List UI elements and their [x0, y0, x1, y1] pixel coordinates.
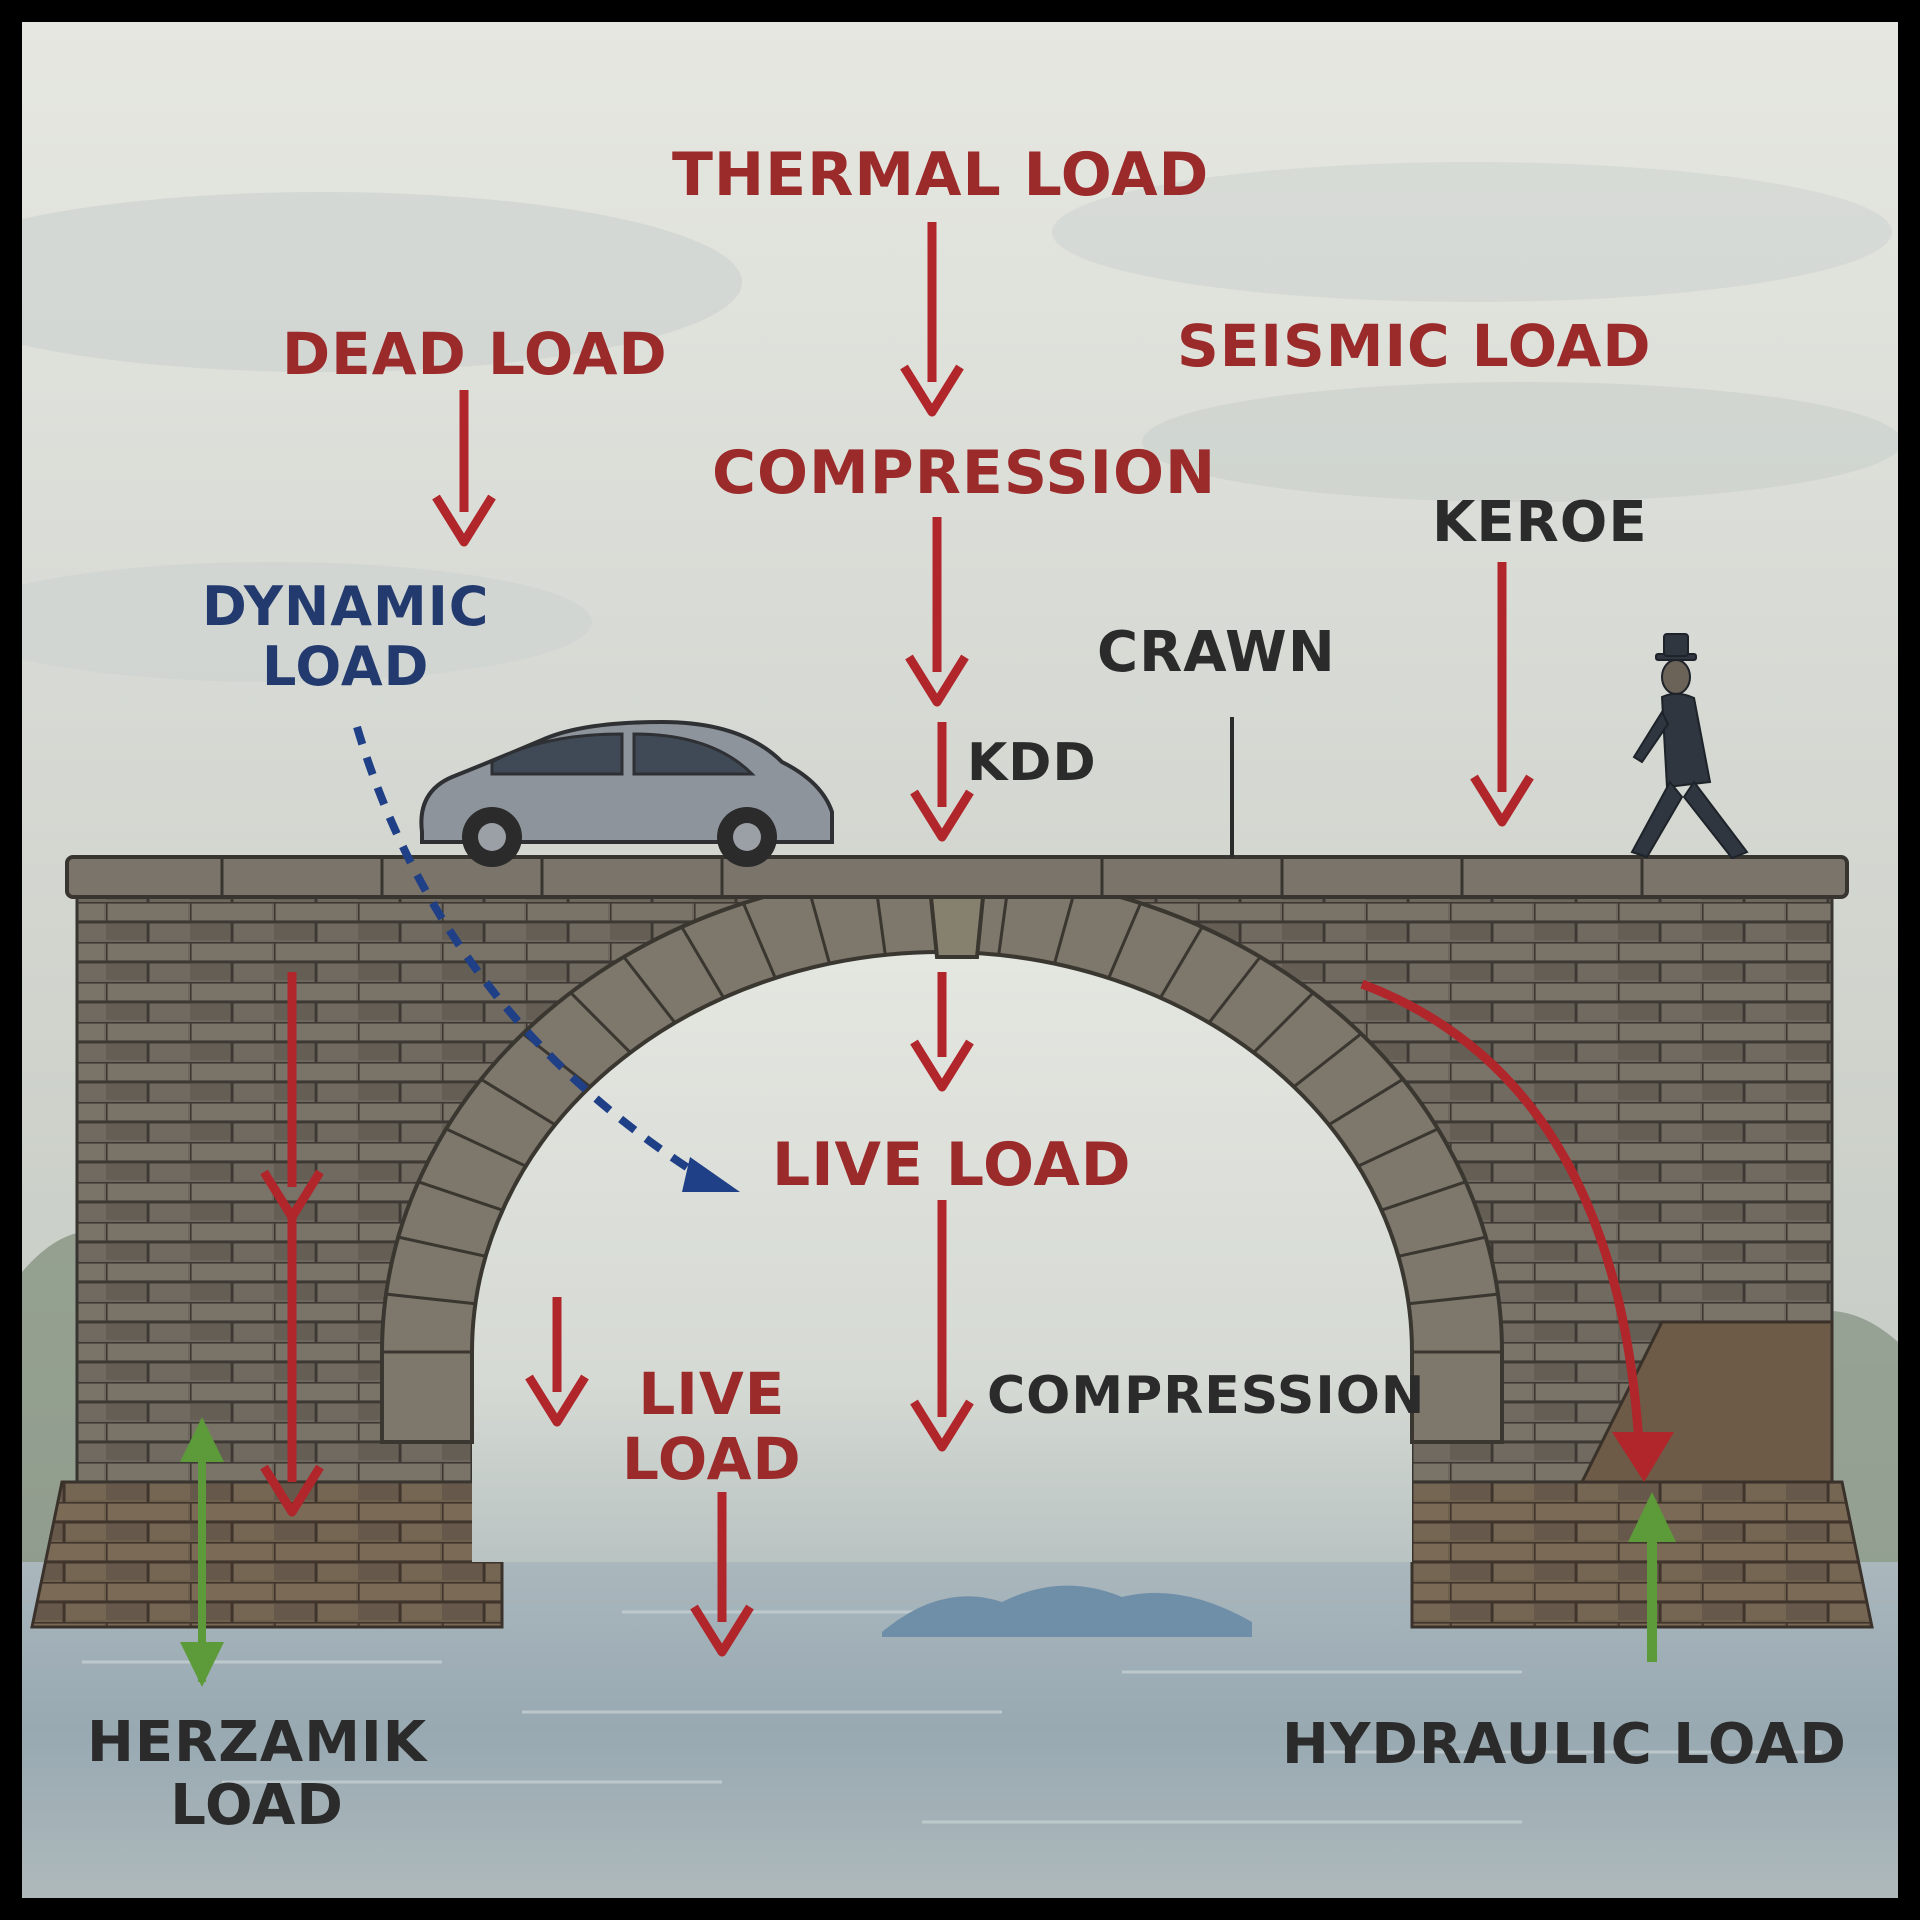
voussoir-joint: [1381, 1180, 1467, 1212]
keroe-label: KEROE: [1432, 490, 1648, 555]
arrow-keroe: [1470, 562, 1534, 827]
herzamik-load-line-1: HERZAMIK: [87, 1710, 428, 1775]
arrow-arch-crown: [910, 972, 974, 1092]
bridge: [30, 855, 1874, 1629]
voussoir-joint: [1207, 956, 1262, 1024]
voussoir-joint: [1252, 991, 1315, 1054]
voussoir-joint: [1107, 902, 1142, 979]
arrow-thermal: [900, 222, 964, 417]
arrow-left-pier-lower: [260, 1217, 324, 1517]
arrow-kdd: [910, 722, 974, 842]
left-pier-base: [30, 1480, 504, 1629]
arrow-dead-load: [432, 390, 496, 547]
voussoir-joint: [397, 1235, 487, 1258]
voussoir-joint: [569, 991, 632, 1054]
bridge-scene: [22, 162, 1898, 1898]
dead-load-label: DEAD LOAD: [282, 320, 668, 388]
compression-top-label: COMPRESSION: [712, 438, 1217, 508]
herzamik-load-label: HERZAMIK LOAD: [87, 1710, 428, 1838]
live-load-center-label: LIVE LOAD: [772, 1130, 1132, 1200]
deck-joints: [220, 857, 1644, 897]
hydraulic-load-label: HYDRAULIC LOAD: [1282, 1712, 1847, 1777]
voussoir-joint: [1408, 1292, 1499, 1306]
arrow-arch-left-small: [525, 1297, 589, 1427]
thermal-load-label: THERMAL LOAD: [672, 140, 1210, 210]
force-arrows: [260, 222, 1534, 1657]
arch-ring: [380, 870, 1504, 1444]
dynamic-load-line-2: LOAD: [261, 635, 430, 699]
pedestrian: [1630, 633, 1749, 860]
voussoir-joint: [1397, 1235, 1487, 1258]
compression-arch-label: COMPRESSION: [987, 1366, 1426, 1426]
arrow-live-arch: [690, 1492, 754, 1657]
reaction-arrows: [180, 1417, 1676, 1687]
hydraulic-curved-arrow-shaft: [1360, 979, 1645, 1463]
herzamik-load-line-2: LOAD: [170, 1772, 344, 1838]
water-ripples: [82, 1610, 1822, 1824]
water-wave: [882, 1585, 1252, 1637]
hydraulic-curved-arrow-head: [1612, 1432, 1674, 1482]
kdd-label: KDD: [967, 733, 1097, 793]
arrow-live-center: [910, 1200, 974, 1452]
live-load-arch-label: LIVE LOAD: [622, 1362, 802, 1492]
dynamic-load-arrow-head: [682, 1157, 740, 1192]
arch-voussoir-joints: [382, 872, 1502, 1354]
voussoir-joint: [1292, 1032, 1363, 1088]
car: [419, 719, 834, 867]
arrow-compression-top: [905, 517, 969, 707]
right-pier-base: [1410, 1480, 1874, 1629]
voussoir-joint: [1328, 1078, 1404, 1127]
sky-clouds: [22, 162, 1898, 682]
seismic-load-label: SEISMIC LOAD: [1177, 312, 1652, 380]
bridge-deck: [65, 855, 1849, 899]
diagram-frame: THERMAL LOAD DEAD LOAD SEISMIC LOAD COMP…: [22, 22, 1898, 1898]
voussoir-joint: [480, 1078, 556, 1127]
dynamic-load-arrow-shaft: [353, 725, 705, 1181]
voussoir-joint: [680, 926, 725, 999]
voussoir-joint: [417, 1180, 503, 1212]
crawn-label: CRAWN: [1097, 620, 1336, 685]
voussoir-joint: [742, 902, 777, 979]
dynamic-load-line-1: DYNAMIC: [202, 575, 490, 638]
voussoir-joint: [1159, 926, 1204, 999]
voussoir-joint: [1357, 1127, 1439, 1168]
live-load-arch-line-1: LIVE: [638, 1360, 786, 1428]
live-load-arch-line-2: LOAD: [622, 1424, 802, 1493]
voussoir-joint: [385, 1292, 476, 1306]
voussoir-joint: [445, 1127, 527, 1168]
voussoir-joint: [622, 956, 677, 1024]
dynamic-load-label: DYNAMIC LOAD: [202, 575, 490, 699]
